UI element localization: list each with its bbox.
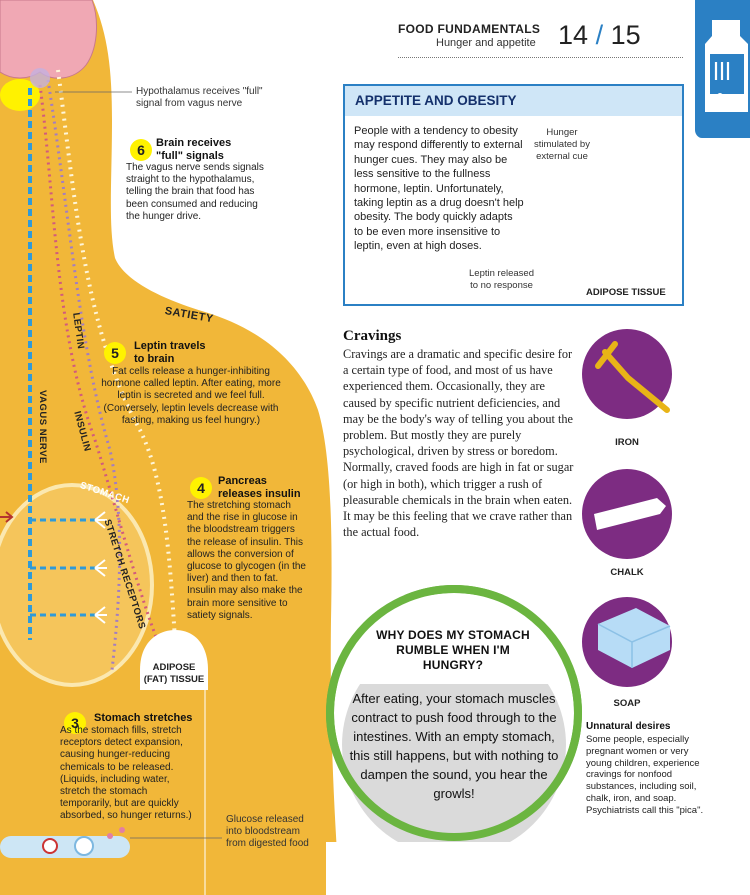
- step-5-body: Fat cells release a hunger-inhibiting ho…: [101, 366, 281, 426]
- stretch-branch: [94, 511, 107, 624]
- rumble-title: WHY DOES MY STOMACH RUMBLE WHEN I'M HUNG…: [376, 628, 530, 672]
- appetite-box-title: APPETITE AND OBESITY: [345, 86, 682, 116]
- chalk-icon: [594, 498, 666, 530]
- pica-label-iron: IRON: [615, 437, 639, 448]
- rumble-body: After eating, your stomach muscles contr…: [349, 691, 559, 801]
- glucose-cell: [74, 836, 94, 856]
- pill-dot: [717, 93, 723, 99]
- appetite-box-text: People with a tendency to obesity may re…: [354, 125, 524, 253]
- rumble-top-cover: [336, 595, 576, 684]
- step-4-body: The stretching stomach and the rise in g…: [187, 500, 306, 621]
- unnatural-desires-title: Unnatural desires: [586, 721, 671, 732]
- rumble-inner-gray: [342, 633, 566, 857]
- step-4-title: Pancreas releases insulin: [218, 475, 301, 500]
- satiety-path: [56, 69, 177, 641]
- step-3-body: As the stomach fills, stretch receptors …: [60, 725, 192, 822]
- insulin-path: [46, 79, 122, 671]
- hypothalamus-dot-cluster: [30, 68, 50, 88]
- stomach-shape: [0, 483, 154, 687]
- glucose-cell: [42, 838, 58, 854]
- pill-dot: [725, 99, 731, 105]
- page-sep: /: [595, 20, 604, 50]
- step-5-badge: 5: [104, 342, 126, 364]
- glucose-dot: [119, 827, 125, 833]
- nail-head: [595, 341, 618, 369]
- nail-icon: [602, 349, 670, 413]
- step-3-badge: 3: [64, 712, 86, 734]
- food-arrow: [0, 511, 14, 523]
- blood-vessel: [0, 836, 130, 858]
- adipose-tissue-label: ADIPOSE TISSUE: [586, 287, 666, 298]
- page-right: 15: [610, 20, 641, 50]
- page-numbers: 14 / 15: [558, 20, 641, 51]
- rumble-cutoff: [326, 842, 586, 895]
- rumble-ring-mask: [326, 585, 582, 841]
- step-6-body: The vagus nerve sends signals straight t…: [126, 162, 264, 222]
- step-5-title: Leptin travels to brain: [134, 340, 206, 365]
- glucose-dot: [107, 833, 113, 839]
- section-subtitle: Hunger and appetite: [436, 37, 536, 49]
- header-rule: [398, 57, 683, 58]
- section-title: FOOD FUNDAMENTALS: [398, 22, 541, 36]
- pill-icon: [714, 62, 730, 80]
- leptin-path: [38, 84, 167, 661]
- adipose-label: ADIPOSE (FAT) TISSUE: [143, 662, 205, 685]
- step-4-badge: 4: [190, 477, 212, 499]
- pica-label-soap: SOAP: [613, 698, 641, 709]
- hypothalamus-caption: Hypothalamus receives "full" signal from…: [136, 86, 263, 109]
- soap-icon: [598, 608, 670, 668]
- pica-label-chalk: CHALK: [610, 567, 644, 578]
- glucose-caption: Glucose released into bloodstream from d…: [226, 814, 309, 849]
- soap-edge: [597, 623, 671, 668]
- cravings-body: Cravings are a dramatic and specific des…: [343, 347, 574, 540]
- step-3-title: Stomach stretches: [94, 712, 193, 724]
- step-6-title: Brain receives "full" signals: [156, 137, 232, 162]
- appetite-obesity-box: APPETITE AND OBESITY: [343, 84, 684, 306]
- brain-icon: [0, 0, 97, 79]
- label-vagus-nerve: VAGUS NERVE: [37, 390, 48, 464]
- cravings-heading: Cravings: [343, 328, 402, 344]
- leptin-caption: Leptin released to no response: [469, 268, 534, 291]
- hunger-caption: Hunger stimulated by external cue: [534, 127, 590, 162]
- step-6-badge: 6: [130, 139, 152, 161]
- adipose-blob: [140, 630, 208, 690]
- vagus-branch: [30, 518, 95, 617]
- unnatural-desires-body: Some people, especially pregnant women o…: [586, 734, 704, 816]
- page-left: 14: [558, 20, 589, 50]
